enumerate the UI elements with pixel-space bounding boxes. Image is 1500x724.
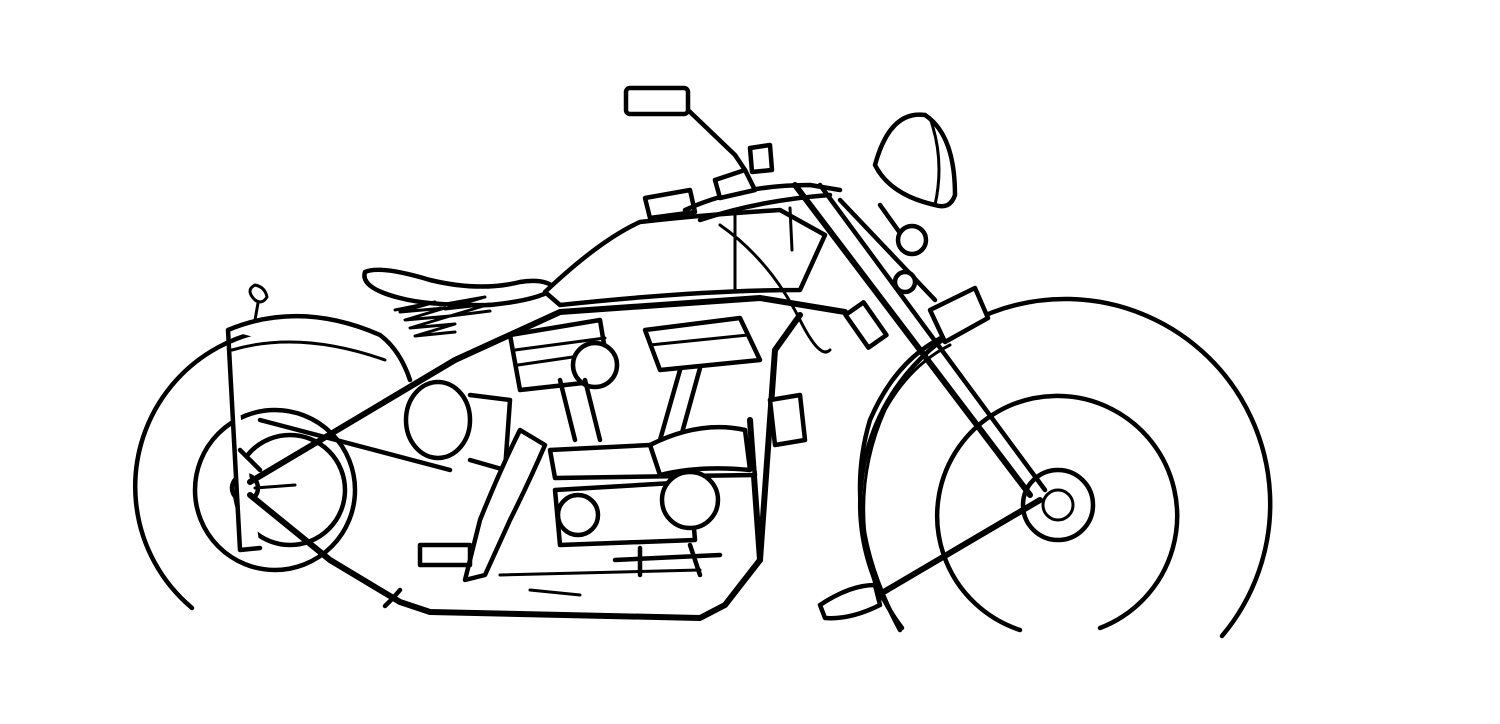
rear-fender bbox=[225, 283, 413, 553]
engine bbox=[403, 315, 808, 597]
fuel-tank bbox=[542, 206, 828, 308]
handlebars bbox=[623, 85, 843, 354]
front-fork bbox=[792, 182, 1048, 621]
headlight bbox=[872, 112, 958, 257]
